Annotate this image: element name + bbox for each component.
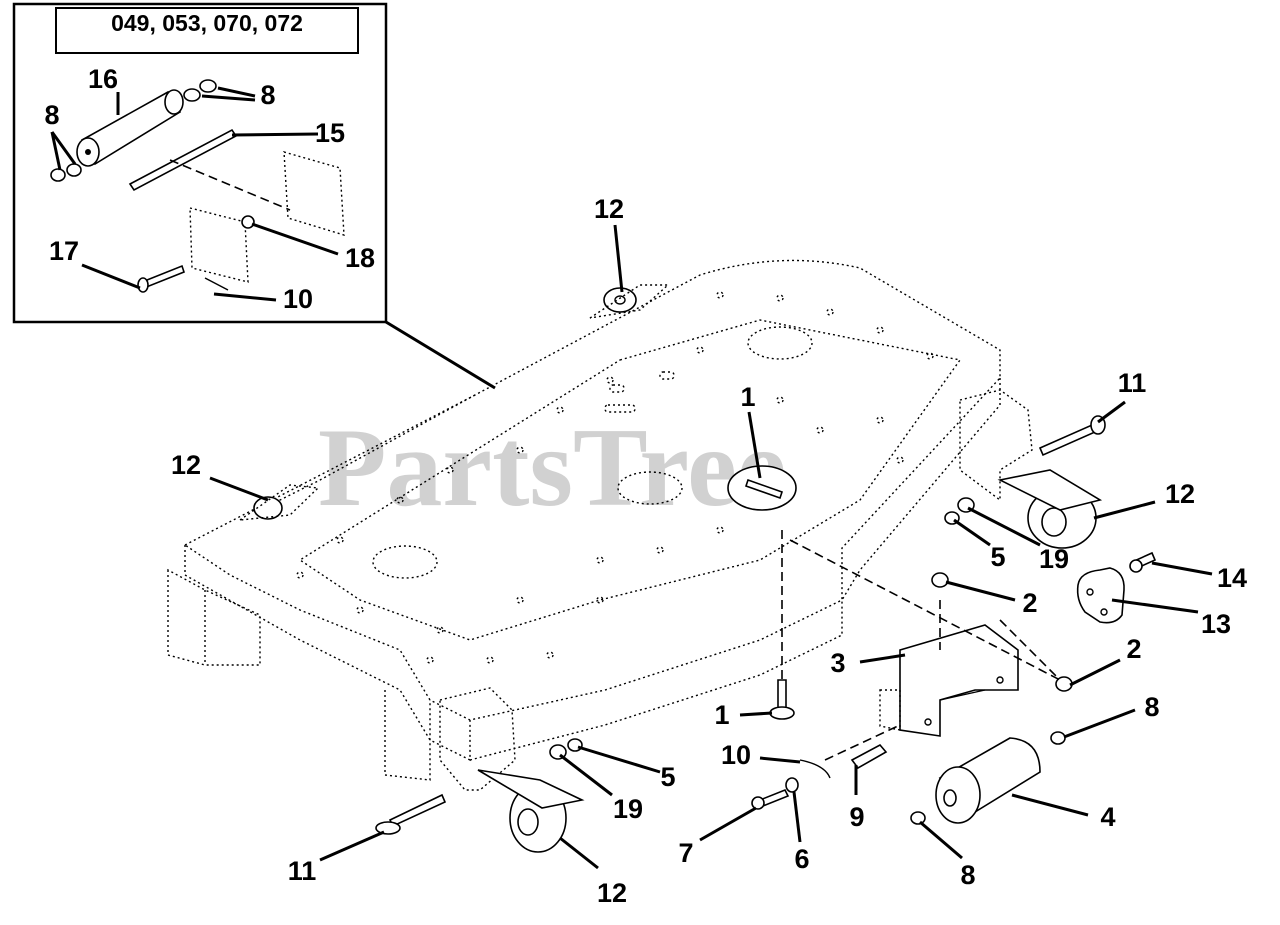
callout-inset-15: 15 [315,118,345,148]
inset-panel: 049, 053, 070, 072 [12,2,496,390]
inset-roller [76,89,184,167]
inset-nut [241,215,255,229]
callout-19-left: 19 [613,794,643,824]
callout-inset-8a: 8 [260,80,275,110]
callout-12-top: 12 [594,194,624,224]
bolt-1-bottom [769,679,795,720]
callout-7: 7 [678,838,693,868]
bracket-3 [879,572,1073,737]
callout-labels: 16 8 8 15 18 17 10 12 12 1 11 12 5 19 14… [44,64,1247,908]
callout-2-upper: 2 [1022,588,1037,618]
wheel-front-left [375,687,585,853]
inset-washers [50,79,217,182]
callout-3: 3 [830,648,845,678]
callout-12-right: 12 [1165,479,1195,509]
callout-4: 4 [1100,802,1115,832]
callout-1-bottom: 1 [714,700,729,730]
callout-6: 6 [794,844,809,874]
callout-inset-10: 10 [283,284,313,314]
wheel-top [589,284,670,319]
bolt-1-top [727,465,1061,681]
callout-11-right: 11 [1118,368,1147,398]
callout-inset-16: 16 [88,64,118,94]
roller-4 [824,724,1066,825]
callout-19-right: 19 [1039,544,1069,574]
callout-10: 10 [721,740,751,770]
inset-bolt [137,264,229,293]
inset-title: 049, 053, 070, 072 [111,10,303,36]
callout-inset-17: 17 [49,236,79,266]
callout-9: 9 [849,802,864,832]
callout-13: 13 [1201,609,1231,639]
wheel-right [944,389,1106,549]
inset-leader [385,320,496,390]
inset-brackets [169,151,345,283]
bumper-plate [1076,551,1157,624]
pin-hardware [751,743,888,810]
callout-14: 14 [1217,563,1247,593]
wheel-left [237,484,320,521]
watermark-text: PartsTree [318,406,787,530]
callout-1-top: 1 [740,382,755,412]
callout-8-bottom: 8 [960,860,975,890]
callout-inset-18: 18 [345,243,375,273]
leader-lines [209,224,1213,870]
callout-2-lower: 2 [1126,634,1141,664]
callout-12-bottom: 12 [597,878,627,908]
callout-11-left: 11 [288,856,317,886]
mower-deck [167,259,1001,781]
callout-12-left: 12 [171,450,201,480]
callout-5-left: 5 [660,762,675,792]
callout-5-right: 5 [990,542,1005,572]
callout-8-right: 8 [1144,692,1159,722]
callout-inset-8b: 8 [44,100,59,130]
